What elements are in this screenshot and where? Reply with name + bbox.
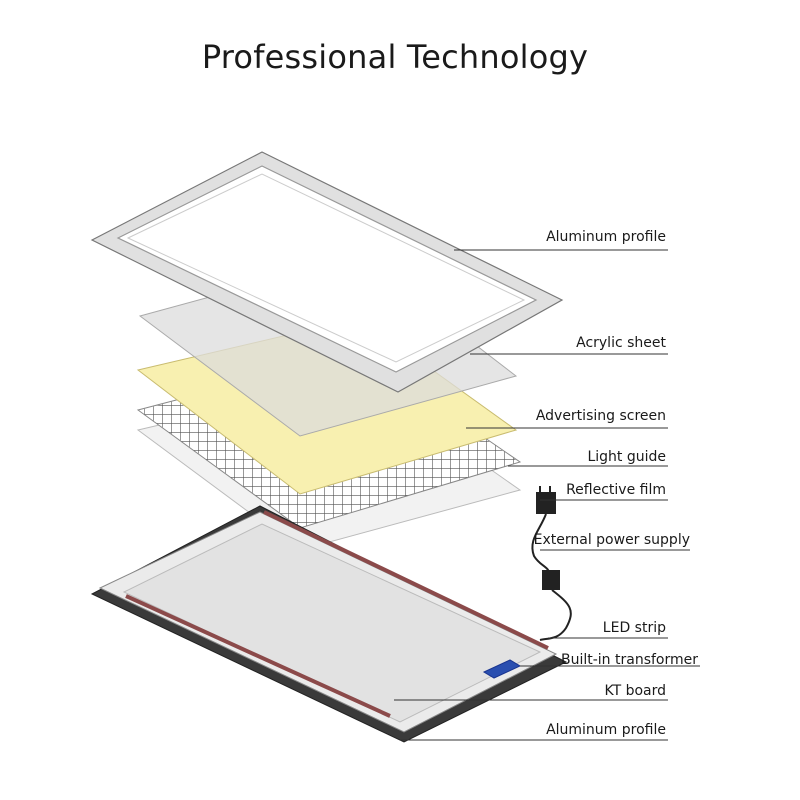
label-aluminum-profile-bottom: Aluminum profile — [546, 722, 666, 738]
led-strip-bottom — [125, 594, 391, 718]
label-external-power-supply: External power supply — [534, 532, 690, 548]
led-strip-top — [263, 510, 549, 650]
label-reflective-film: Reflective film — [566, 482, 666, 498]
power-plug — [536, 492, 556, 514]
label-built-in-transformer: Built-in transformer — [561, 652, 698, 668]
bottom-aluminum-frame — [90, 505, 568, 743]
top-aluminum-frame — [90, 151, 564, 393]
page-title: Professional Technology — [201, 38, 589, 76]
label-led-strip: LED strip — [603, 620, 666, 636]
power-adapter — [542, 570, 560, 590]
power-cable — [531, 486, 572, 641]
label-advertising-screen: Advertising screen — [536, 408, 666, 424]
label-kt-board: KT board — [604, 683, 666, 699]
label-acrylic-sheet: Acrylic sheet — [576, 335, 666, 351]
label-light-guide: Light guide — [587, 449, 666, 465]
label-aluminum-profile-top: Aluminum profile — [546, 229, 666, 245]
